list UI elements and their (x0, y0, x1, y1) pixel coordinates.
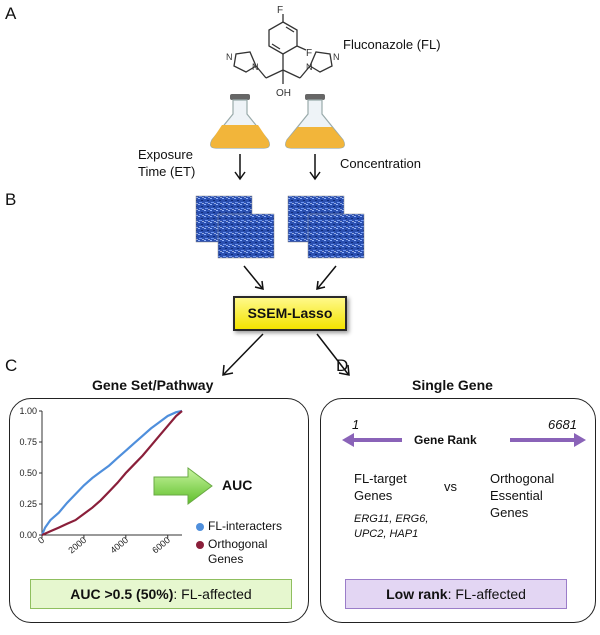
panel-c-footer: AUC >0.5 (50%): FL-affected (30, 579, 292, 609)
panel-letter-c: C (5, 356, 18, 375)
vs-label: vs (444, 479, 457, 494)
panel-d-footer-bold: Low rank (386, 586, 448, 602)
fl-target-line2: Genes (354, 488, 393, 503)
heatmap-left-icon (195, 195, 275, 259)
gene-names: ERG11, ERG6, UPC2, HAP1 (354, 512, 428, 542)
atom-n-left-2: N (252, 62, 259, 72)
legend-dot-red-icon (196, 540, 204, 549)
flask-right-icon (285, 94, 345, 149)
roc-chart: 0.00 0.25 0.50 0.75 1.00 0 2000 4000 6000 (19, 406, 183, 556)
legend-item-orthogonal: Orthogonal (196, 537, 282, 552)
auc-label: AUC (222, 477, 253, 493)
heatmap-right-icon (287, 195, 365, 259)
panel-d-footer-rest: : FL-affected (447, 586, 526, 602)
gene-names-line2: UPC2, HAP1 (354, 528, 419, 540)
legend-item-fl-interacters: FL-interacters (196, 519, 282, 534)
panel-c-title: Gene Set/Pathway (92, 377, 214, 393)
rank-start: 1 (352, 417, 360, 432)
legend-label-genes: Genes (208, 552, 244, 566)
flask-left-icon (210, 94, 270, 149)
exposure-line1: Exposure (138, 147, 193, 162)
rank-end: 6681 (548, 417, 577, 432)
atom-oh: OH (276, 88, 291, 99)
orthogonal-line1: Orthogonal (490, 471, 555, 486)
arrows-heatmap-to-method (243, 265, 337, 290)
gene-rank-arrow-icon (342, 433, 586, 447)
legend-dot-blue-icon (196, 522, 204, 531)
panel-letter-b: B (5, 190, 17, 209)
orthogonal-line2: Essential (490, 488, 543, 503)
x-tick-label: 0 (36, 535, 46, 546)
legend-label-orthogonal: Orthogonal (208, 537, 268, 551)
drug-label: Fluconazole (FL) (343, 37, 441, 52)
panel-a-graphic: F F OH N N N N Fluconazole (FL) (195, 5, 441, 290)
ssem-lasso-box: SSEM-Lasso (233, 296, 347, 331)
gene-names-line1: ERG11, ERG6, (354, 513, 429, 525)
fl-target-genes-label: FL-target Genes (354, 470, 407, 504)
fluconazole-structure-icon (233, 14, 333, 84)
panel-letter-a: A (5, 4, 17, 23)
atom-n-right: N (333, 52, 340, 62)
gene-rank-label: Gene Rank (414, 433, 477, 447)
legend-label-fl-interacters: FL-interacters (208, 519, 283, 533)
panel-c-footer-bold: AUC >0.5 (50%) (70, 586, 174, 602)
arrows-method-to-panels (222, 333, 350, 376)
fl-target-line1: FL-target (354, 471, 407, 486)
arrows-flask-to-heatmap (234, 154, 321, 181)
legend: FL-interacters Orthogonal Genes (196, 519, 282, 567)
x-tick-label: 2000 (66, 535, 88, 556)
y-tick-label: 0.75 (19, 437, 37, 447)
panel-c-footer-rest: : FL-affected (173, 586, 252, 602)
y-tick-label: 0.00 (19, 530, 37, 540)
series-line-fl-interacters (40, 409, 183, 536)
x-tick-label: 6000 (150, 535, 172, 556)
exposure-line2: Time (ET) (138, 164, 196, 179)
y-tick-label: 1.00 (19, 406, 37, 416)
series-line-orthogonal-genes (41, 410, 183, 537)
atom-n-right-2: N (306, 62, 313, 72)
concentration-label: Concentration (340, 156, 421, 171)
atom-f-top: F (277, 5, 283, 16)
atom-n-left: N (226, 52, 233, 62)
atom-f-side: F (306, 48, 312, 59)
orthogonal-line3: Genes (490, 505, 529, 520)
exposure-time-label: Exposure Time (ET) (138, 146, 195, 180)
panel-d-title: Single Gene (412, 377, 493, 393)
x-tick-label: 4000 (108, 535, 130, 556)
y-tick-label: 0.25 (19, 499, 37, 509)
y-tick-label: 0.50 (19, 468, 37, 478)
orthogonal-essential-label: Orthogonal Essential Genes (490, 470, 554, 521)
panel-d-footer: Low rank: FL-affected (345, 579, 567, 609)
green-arrow-icon (153, 467, 213, 505)
